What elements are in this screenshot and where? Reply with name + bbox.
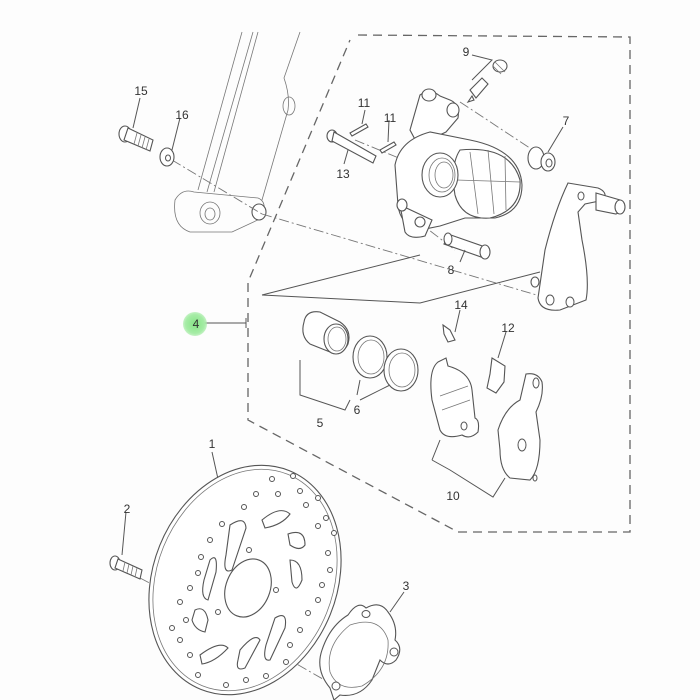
callout-10[interactable]: 10: [446, 489, 460, 503]
callout-4[interactable]: 4: [192, 317, 200, 331]
callout-5[interactable]: 5: [316, 416, 324, 430]
caliper-body-part: [394, 88, 523, 238]
callout-leaders: [121, 54, 564, 613]
callout-11-a[interactable]: 11: [357, 96, 371, 110]
callout-1[interactable]: 1: [208, 437, 216, 451]
disc-bolt-part: [109, 555, 143, 580]
callout-3[interactable]: 3: [402, 579, 410, 593]
callout-2[interactable]: 2: [123, 502, 131, 516]
washer-part: [159, 147, 175, 167]
piston-part: [302, 311, 350, 355]
caliper-bracket-part: [530, 182, 626, 311]
fork-leg-outline: [174, 31, 301, 233]
disc-spacer-part: [319, 604, 401, 700]
callout-9[interactable]: 9: [462, 45, 470, 59]
pad-support-part: [442, 323, 456, 343]
brake-disc-part: [148, 464, 342, 696]
callout-16[interactable]: 16: [175, 108, 189, 122]
disc-holes: [169, 473, 337, 688]
callout-7[interactable]: 7: [562, 114, 570, 128]
callout-6[interactable]: 6: [353, 403, 361, 417]
brake-pad-parts: [430, 357, 543, 482]
bleed-screw-part: [466, 59, 508, 104]
pad-pin-part: [326, 129, 377, 164]
callout-13[interactable]: 13: [336, 167, 350, 181]
boot-part: [527, 146, 556, 172]
pad-clip-parts: [349, 123, 397, 154]
callout-8[interactable]: 8: [447, 263, 455, 277]
highlight-marker: [183, 312, 207, 336]
callout-12[interactable]: 12: [501, 321, 515, 335]
callout-15[interactable]: 15: [134, 84, 148, 98]
caliper-bolt-part: [118, 125, 154, 152]
callout-11-b[interactable]: 11: [383, 111, 397, 125]
pad-spring-part: [486, 357, 506, 394]
slide-pin-part: [443, 232, 491, 260]
callout-14[interactable]: 14: [454, 298, 468, 312]
assembly-boundary: [247, 34, 631, 533]
seal-kit-parts: [352, 335, 419, 392]
